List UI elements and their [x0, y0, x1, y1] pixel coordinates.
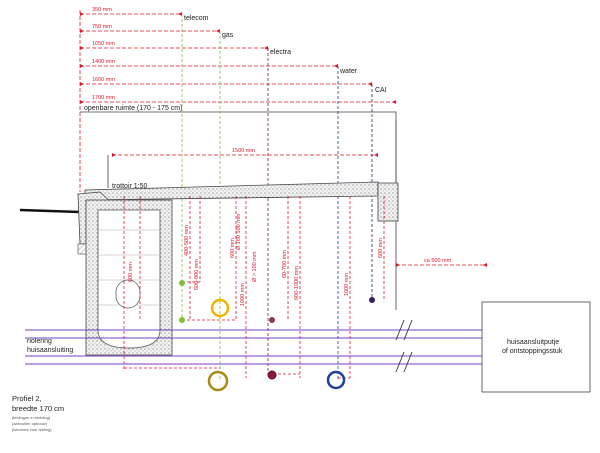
electra-marker-upper	[269, 317, 275, 323]
dim-water: 1400 mm	[92, 59, 115, 65]
depth-d5: Ø 160 100 mm	[236, 213, 242, 250]
utility-guide-lines	[181, 14, 373, 380]
label-gas: gas	[222, 32, 234, 39]
depth-d3: 600-800 mm	[194, 259, 200, 290]
depth-d6: 1000 mm	[240, 283, 246, 306]
label-connection-box-2: of ontstoppingsstuk	[502, 348, 563, 355]
depth-d8: 60-700 mm	[282, 250, 288, 278]
caption-note-3: (kenmerk voor leiding)	[12, 427, 52, 432]
label-opening: openbare ruimte (170 - 175 cm)	[84, 105, 182, 112]
dim-gas: 750 mm	[92, 24, 112, 30]
label-sewer: riolering	[27, 338, 52, 345]
sewer-pit-inner	[97, 209, 161, 349]
pipe-break-marks	[395, 319, 413, 373]
dim-to-box: ca 500 mm	[424, 258, 452, 264]
sewer-pipes	[25, 329, 482, 365]
dim-cai: 1600 mm	[92, 77, 115, 83]
depth-d10: 1000 mm	[344, 273, 350, 296]
label-electra: electra	[270, 49, 291, 56]
caption: Profiel 2, breedte 170 cm (leidingen in …	[12, 394, 64, 432]
depth-d11: 600 mm	[378, 238, 384, 258]
pit-inlet	[115, 279, 141, 309]
dim-total: 1700 mm	[92, 95, 115, 101]
label-connection-box-1: huisaansluitputje	[507, 339, 559, 346]
label-house-connection: huisaansluiting	[27, 347, 73, 354]
depth-d2: 400-500 mm	[184, 225, 190, 256]
caption-subtitle: breedte 170 cm	[12, 404, 64, 413]
dim-electra: 1050 mm	[92, 41, 115, 47]
caption-note-1: (leidingen in bedding)	[12, 415, 51, 420]
connection-box	[481, 301, 591, 393]
electra-marker-lower	[267, 370, 277, 380]
telecom-marker-1	[179, 280, 185, 286]
depth-d9: 600-1000 mm	[294, 266, 300, 300]
road-edge	[19, 208, 81, 214]
label-telecom: telecom	[184, 15, 209, 22]
horizontal-dimensions	[80, 13, 487, 266]
label-sidewalk: trottoir 1:50	[112, 183, 148, 190]
gas-pipe-upper	[210, 298, 230, 318]
caption-note-2: (aanvullen opbouw)	[12, 421, 48, 426]
dim-telecom: 350 mm	[92, 7, 112, 13]
depth-d1: 600 mm	[128, 262, 134, 282]
depth-d7: Ø > 100 mm	[252, 251, 258, 282]
depth-dimensions	[123, 196, 385, 378]
telecom-marker-2	[179, 317, 185, 323]
dimension-ticks	[80, 12, 487, 267]
cai-marker	[369, 297, 375, 303]
label-water: water	[339, 68, 358, 75]
gas-pipe-lower	[207, 370, 229, 392]
right-curb	[377, 182, 399, 222]
dim-span: 1500 mm	[232, 148, 255, 154]
depth-d4: 600 mm	[230, 238, 236, 258]
water-pipe	[326, 370, 346, 390]
label-cai: CAI	[375, 87, 387, 94]
caption-title: Profiel 2,	[12, 394, 42, 403]
